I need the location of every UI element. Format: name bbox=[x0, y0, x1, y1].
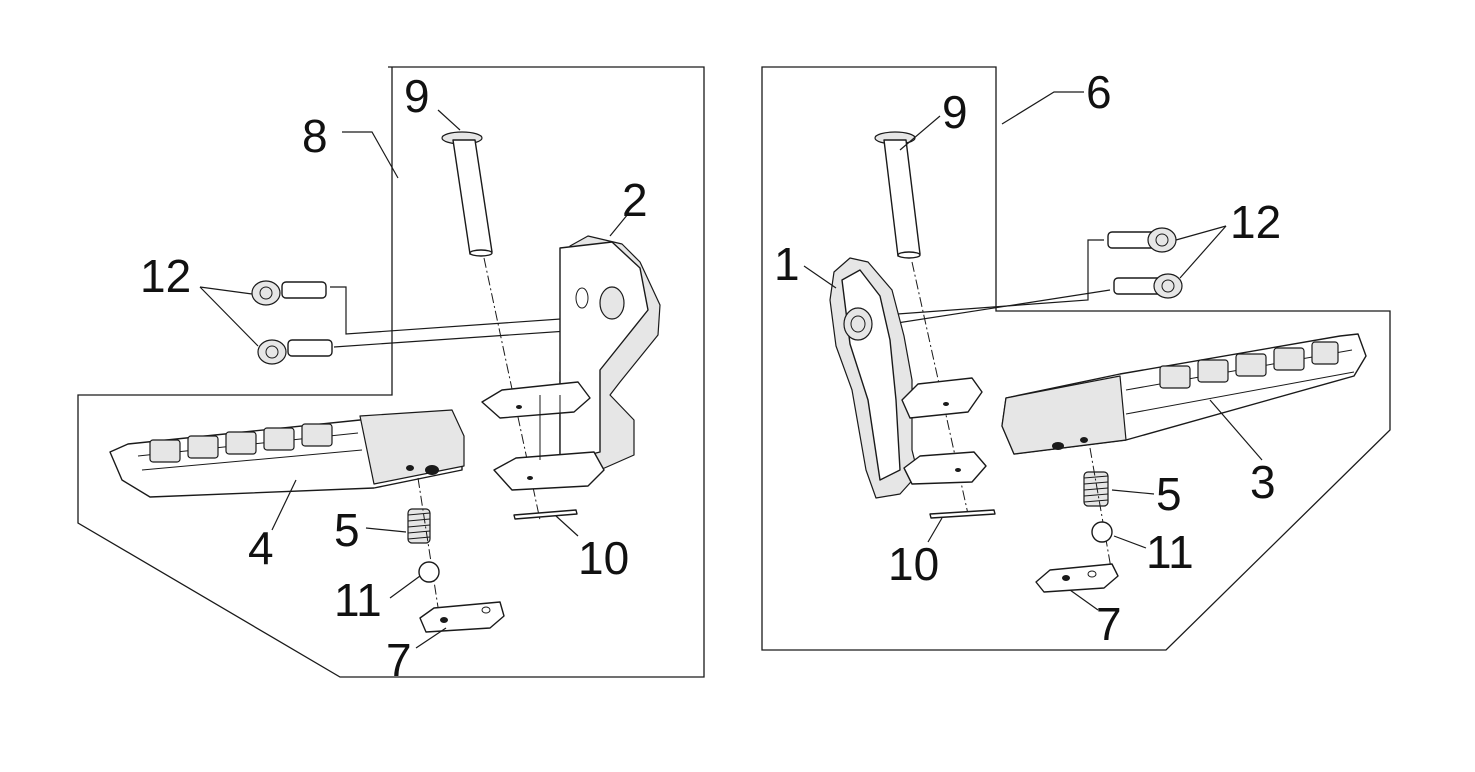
callout-10-left: 10 bbox=[578, 532, 629, 584]
callout-3-right: 3 bbox=[1250, 456, 1276, 508]
callout-5-left: 5 bbox=[334, 504, 360, 556]
right-retaining-clip bbox=[929, 509, 996, 519]
callout-10-right: 10 bbox=[888, 538, 939, 590]
callout-11-left: 11 bbox=[334, 574, 382, 626]
callout-6-right: 6 bbox=[1086, 66, 1112, 118]
left-spring bbox=[407, 508, 431, 544]
callout-8-left: 8 bbox=[302, 110, 328, 162]
callout-7-left: 7 bbox=[386, 634, 412, 686]
right-pivot-pin bbox=[874, 131, 921, 259]
right-group-frame bbox=[761, 66, 1391, 651]
left-bolt-lower bbox=[257, 339, 333, 365]
callout-1-right: 1 bbox=[774, 238, 800, 290]
callout-2-left: 2 bbox=[622, 174, 648, 226]
right-footpeg bbox=[1001, 333, 1367, 455]
left-group-frame bbox=[77, 66, 705, 678]
right-bolt-lower bbox=[1113, 273, 1183, 299]
callout-12-right: 12 bbox=[1230, 196, 1281, 248]
left-footrest-assembly: 8 9 2 12 4 5 10 11 7 bbox=[77, 66, 705, 686]
left-detent-ball bbox=[418, 561, 440, 583]
left-pivot-pin bbox=[441, 131, 493, 257]
right-footrest-assembly: 6 9 1 12 3 5 11 10 7 bbox=[761, 66, 1391, 651]
callout-9-left: 9 bbox=[404, 70, 430, 122]
callout-9-right: 9 bbox=[942, 86, 968, 138]
left-bracket bbox=[481, 235, 661, 491]
left-bolt-upper bbox=[251, 280, 327, 306]
left-plate bbox=[419, 601, 505, 633]
callout-11-right: 11 bbox=[1146, 526, 1194, 578]
left-footpeg bbox=[109, 409, 465, 498]
callout-7-right: 7 bbox=[1096, 598, 1122, 650]
left-retaining-clip bbox=[513, 509, 578, 520]
callout-4-left: 4 bbox=[248, 522, 274, 574]
right-detent-ball bbox=[1091, 521, 1113, 543]
callout-5-right: 5 bbox=[1156, 468, 1182, 520]
right-bolt-upper bbox=[1107, 227, 1177, 253]
right-plate bbox=[1035, 563, 1119, 593]
right-spring bbox=[1083, 471, 1109, 507]
right-bracket bbox=[829, 257, 987, 499]
callout-12-left: 12 bbox=[140, 250, 191, 302]
